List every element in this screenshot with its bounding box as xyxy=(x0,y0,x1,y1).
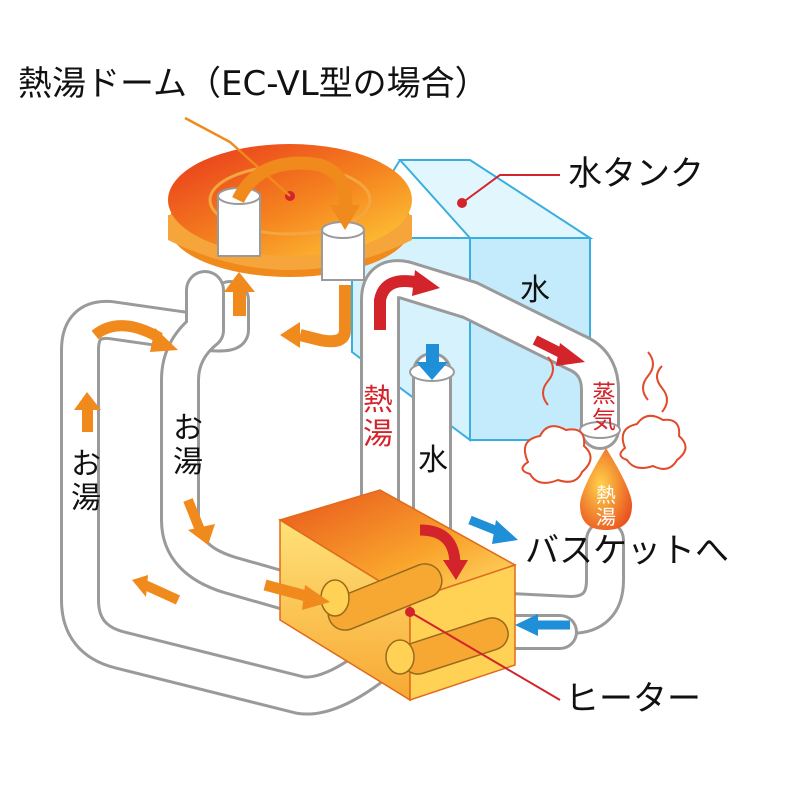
heater-label: ヒーター xyxy=(565,679,701,719)
to-basket-label: バスケットへ xyxy=(525,531,729,571)
steam-outlet xyxy=(579,421,621,439)
dome-label: 熱湯ドーム（EC-VL型の場合） xyxy=(18,64,489,104)
drop-label: 熱湯 xyxy=(596,483,616,529)
tank-label: 水タンク xyxy=(568,154,704,194)
hot-water-dome xyxy=(168,116,412,281)
steam-cloud-left xyxy=(521,425,592,484)
hot-water-left-label: お湯 xyxy=(71,447,101,516)
steam-label: 蒸気 xyxy=(592,380,616,434)
boiling-water-label: 熱湯 xyxy=(363,383,393,452)
dome-circulation-arrow xyxy=(232,156,353,211)
hot-water-drop xyxy=(580,448,632,530)
steam-group xyxy=(521,351,687,530)
dome-leader-line xyxy=(184,116,291,197)
steam-cloud-right xyxy=(619,414,687,470)
heater-leader-line xyxy=(409,611,561,701)
flow-arrows xyxy=(74,156,585,636)
cold-water-label: 水 xyxy=(418,443,448,478)
tank-leader-line xyxy=(461,174,560,204)
tank-water-label: 水 xyxy=(520,273,550,308)
tank-top-face xyxy=(397,159,594,239)
hot-water-mid-label: お湯 xyxy=(173,411,203,480)
